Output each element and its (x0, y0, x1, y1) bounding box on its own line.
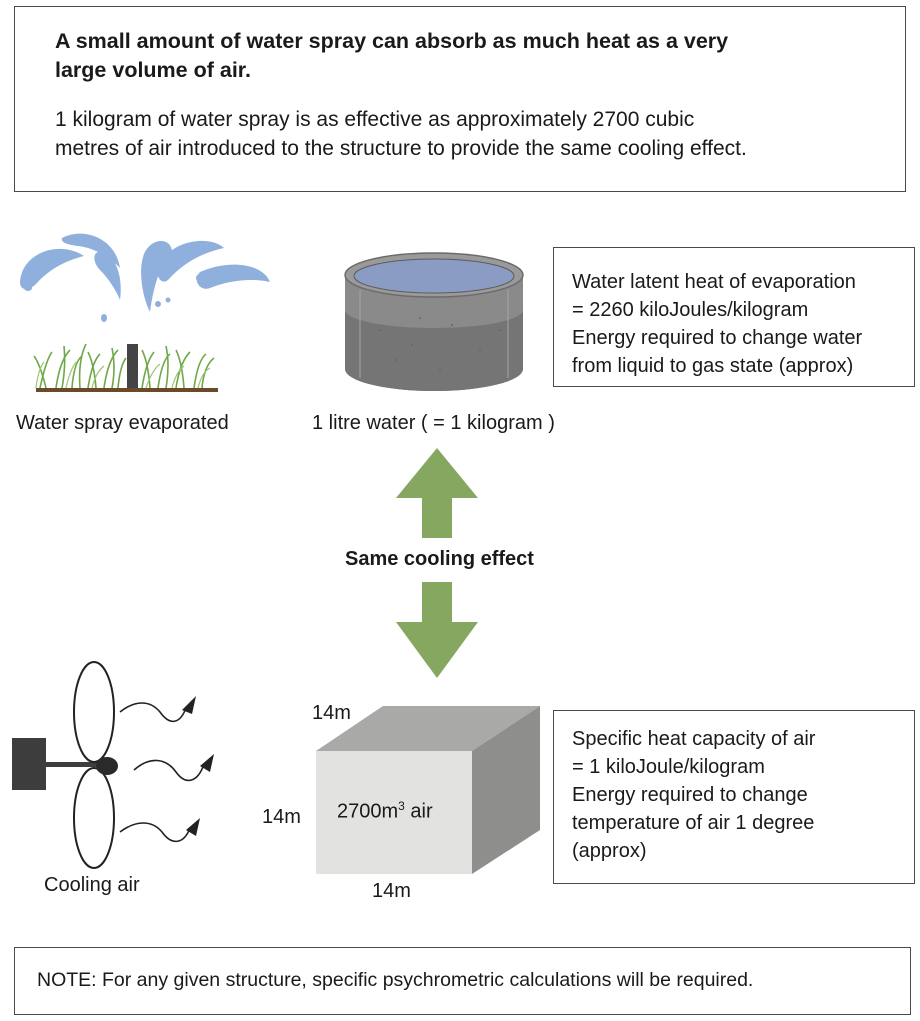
airflow-arrowhead (200, 754, 214, 772)
airflow-icon (119, 702, 205, 843)
double-arrow-icon (396, 448, 478, 678)
air-heat-capacity-box: Specific heat capacity of air = 1 kiloJo… (553, 710, 915, 884)
cube-bottom-dimension: 14m (372, 880, 411, 902)
intro-body-line: metres of air introduced to the structur… (55, 137, 747, 160)
intro-body: 1 kilogram of water spray is as effectiv… (55, 105, 865, 163)
water-tank-icon (344, 252, 524, 391)
cube-top-dimension: 14m (312, 702, 351, 724)
air-heat-line: = 1 kiloJoule/kilogram (572, 756, 765, 778)
latent-heat-line: from liquid to gas state (approx) (572, 355, 854, 377)
air-heat-line: Specific heat capacity of air (572, 728, 816, 750)
latent-heat-line: Water latent heat of evaporation (572, 271, 856, 293)
spray-label: Water spray evaporated (16, 412, 229, 434)
tank-label: 1 litre water ( = 1 kilogram ) (312, 412, 555, 434)
cube-volume-value: 2700m (337, 800, 399, 823)
intro-headline: A small amount of water spray can absorb… (55, 27, 865, 85)
cube-side-dimension: 14m (262, 806, 301, 828)
airflow-arrowhead (182, 696, 196, 714)
fan-label: Cooling air (44, 874, 140, 896)
sprinkler-icon (20, 233, 270, 392)
intro-headline-line: A small amount of water spray can absorb… (55, 29, 729, 53)
latent-heat-line: Energy required to change water (572, 327, 863, 349)
cube-volume-exponent: 3 (398, 799, 405, 813)
comparison-label: Same cooling effect (345, 548, 534, 570)
intro-box: A small amount of water spray can absorb… (14, 6, 906, 192)
air-cube (316, 706, 540, 874)
airflow-arrowhead (186, 818, 200, 836)
latent-heat-line: = 2260 kiloJoules/kilogram (572, 299, 809, 321)
air-heat-line: Energy required to change (572, 784, 808, 806)
air-heat-line: temperature of air 1 degree (572, 812, 815, 834)
latent-heat-box: Water latent heat of evaporation = 2260 … (553, 247, 915, 387)
cube-volume-suffix: air (404, 800, 433, 823)
note-text: NOTE: For any given structure, specific … (37, 969, 754, 991)
cube-volume-label: 2700m3 air (337, 799, 433, 824)
intro-body-line: 1 kilogram of water spray is as effectiv… (55, 108, 695, 131)
intro-headline-line: large volume of air. (55, 58, 251, 82)
fan-icon (12, 661, 118, 869)
air-heat-line: (approx) (572, 840, 647, 862)
note-box: NOTE: For any given structure, specific … (14, 947, 911, 1015)
